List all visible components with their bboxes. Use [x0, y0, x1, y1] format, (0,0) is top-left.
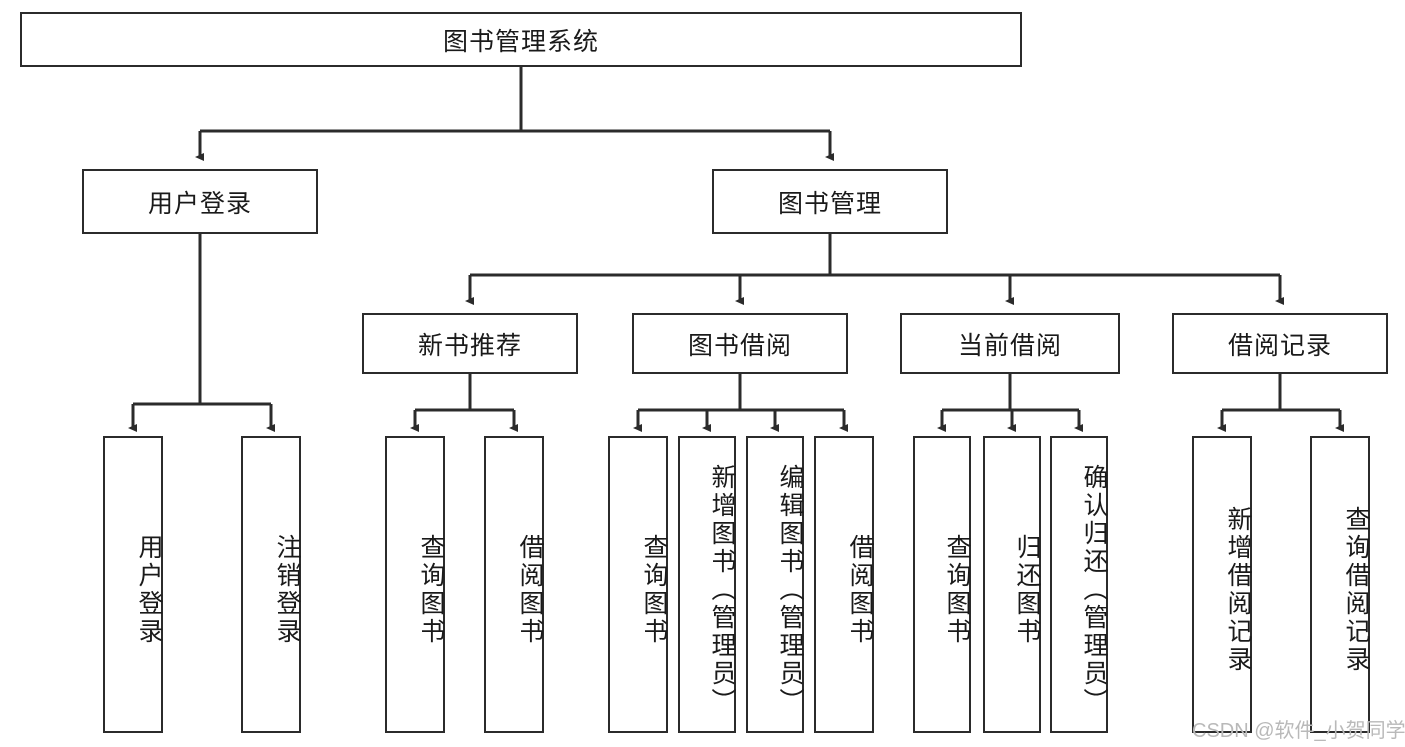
- leaf-br-query-record-label: 查询借阅记录: [1342, 505, 1370, 674]
- leaf-nbr-borrow-book-label: 借阅图书: [516, 533, 544, 646]
- csdn-watermark: CSDN @软件_小贺同学: [1192, 714, 1405, 743]
- node-new-book-recommend[interactable]: 新书推荐: [362, 313, 578, 374]
- leaf-br-add-record[interactable]: 新增借阅记录: [1192, 436, 1252, 733]
- csdn-watermark-text: CSDN @软件_小贺同学: [1192, 720, 1405, 742]
- leaf-bb-add-book-admin-label: 新增图书（管理员）: [708, 463, 736, 716]
- node-root-label: 图书管理系统: [442, 27, 599, 56]
- node-book-borrow-label: 图书借阅: [687, 331, 792, 360]
- leaf-bb-query-book-label: 查询图书: [640, 533, 668, 646]
- leaf-cb-confirm-return-admin[interactable]: 确认归还（管理员）: [1050, 436, 1108, 733]
- leaf-cb-confirm-return-admin-label: 确认归还（管理员）: [1080, 463, 1108, 716]
- leaf-user-login-label: 用户登录: [135, 533, 163, 646]
- node-new-book-recommend-label: 新书推荐: [417, 331, 522, 360]
- leaf-nbr-borrow-book[interactable]: 借阅图书: [484, 436, 544, 733]
- leaf-bb-borrow-book-label: 借阅图书: [846, 533, 874, 646]
- leaf-br-query-record[interactable]: 查询借阅记录: [1310, 436, 1370, 733]
- leaf-bb-borrow-book[interactable]: 借阅图书: [814, 436, 874, 733]
- leaf-logout-label: 注销登录: [273, 533, 301, 646]
- leaf-cb-query-book-label: 查询图书: [943, 533, 971, 646]
- leaf-cb-return-book-label: 归还图书: [1013, 533, 1041, 646]
- node-book-borrow[interactable]: 图书借阅: [632, 313, 848, 374]
- node-current-borrow[interactable]: 当前借阅: [900, 313, 1120, 374]
- leaf-user-login[interactable]: 用户登录: [103, 436, 163, 733]
- leaf-nbr-query-book[interactable]: 查询图书: [385, 436, 445, 733]
- leaf-br-add-record-label: 新增借阅记录: [1224, 505, 1252, 674]
- node-root-system[interactable]: 图书管理系统: [20, 12, 1022, 67]
- node-borrow-record-label: 借阅记录: [1227, 331, 1332, 360]
- node-book-management[interactable]: 图书管理: [712, 169, 948, 234]
- leaf-bb-edit-book-admin-label: 编辑图书（管理员）: [776, 463, 804, 716]
- leaf-cb-query-book[interactable]: 查询图书: [913, 436, 971, 733]
- leaf-cb-return-book[interactable]: 归还图书: [983, 436, 1041, 733]
- node-borrow-record[interactable]: 借阅记录: [1172, 313, 1388, 374]
- node-current-borrow-label: 当前借阅: [957, 331, 1062, 360]
- leaf-bb-add-book-admin[interactable]: 新增图书（管理员）: [678, 436, 736, 733]
- leaf-logout[interactable]: 注销登录: [241, 436, 301, 733]
- node-user-login[interactable]: 用户登录: [82, 169, 318, 234]
- leaf-bb-edit-book-admin[interactable]: 编辑图书（管理员）: [746, 436, 804, 733]
- leaf-nbr-query-book-label: 查询图书: [417, 533, 445, 646]
- node-user-login-label: 用户登录: [147, 189, 252, 218]
- leaf-bb-query-book[interactable]: 查询图书: [608, 436, 668, 733]
- node-book-management-label: 图书管理: [777, 189, 882, 218]
